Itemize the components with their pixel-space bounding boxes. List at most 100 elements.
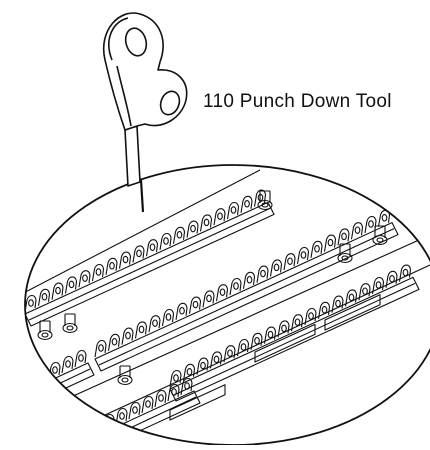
connector-clip [337, 228, 350, 246]
connector-clip [202, 290, 215, 308]
row-lower [169, 264, 420, 402]
clip-slot [244, 200, 250, 208]
clip-slot [300, 251, 307, 259]
clip-slot [308, 312, 314, 320]
connector-clip [159, 232, 172, 251]
clip-slot [176, 231, 183, 239]
bolt-head [337, 252, 353, 264]
clip-slot [119, 412, 125, 420]
bolt-center [341, 255, 349, 261]
bolt-head [37, 329, 53, 341]
clip-slot [348, 293, 355, 302]
connector-clip [172, 226, 186, 244]
connector-clip [196, 357, 209, 375]
clip-slot [389, 275, 395, 283]
connector-clip [141, 395, 154, 414]
clip-slot [82, 274, 88, 282]
clip-slot [281, 324, 287, 333]
bolt-bracket [339, 243, 351, 256]
bolt-bracket [119, 365, 131, 378]
terminal-bolt [62, 313, 78, 334]
connector-clip [105, 257, 118, 275]
clip-slot [145, 400, 151, 408]
punch-down-tool [102, 12, 188, 213]
designation-strip [169, 384, 226, 421]
clip-slot [158, 394, 164, 402]
connector-clip [377, 209, 391, 227]
bolt-head [117, 374, 133, 386]
clip-slot [227, 349, 233, 357]
tool-ridge [116, 65, 132, 127]
connector-clip [283, 253, 296, 271]
clip-slot [93, 424, 99, 432]
connector-clip [64, 276, 78, 294]
clip-slot [190, 224, 196, 233]
connector-clip [118, 251, 132, 269]
bolt-center [41, 332, 49, 338]
connector-clip [188, 296, 202, 314]
row-base [25, 362, 95, 412]
connector-clip [213, 208, 226, 226]
clip-slot [109, 262, 115, 270]
clip-slot [254, 337, 260, 345]
clip-slot [132, 406, 138, 414]
connector-clip [89, 419, 102, 438]
bolt-head [372, 234, 388, 246]
terminal-bolt [37, 320, 53, 341]
tool-shaft [124, 125, 141, 187]
clip-slot [122, 255, 129, 264]
connector-clip [331, 295, 344, 313]
connector-clip [385, 270, 398, 288]
connector-clip [310, 240, 323, 258]
connector-clip [358, 283, 371, 301]
clip-slot [68, 280, 75, 289]
connector-clip [134, 321, 148, 339]
row-slot [98, 228, 395, 366]
clip-slot [368, 220, 374, 228]
connector-clip [180, 377, 193, 396]
clip-slot [152, 319, 158, 327]
connector-clip [317, 301, 331, 319]
connector-clip [182, 363, 196, 381]
tool-blade [139, 179, 145, 213]
clip-slot [55, 286, 61, 295]
connector-clip [154, 389, 167, 408]
clip-slot [78, 354, 84, 362]
connector-clip [107, 333, 121, 351]
magnified-view [24, 164, 430, 446]
connector-clip [132, 245, 145, 263]
bolt-center [121, 377, 129, 383]
clip-slot [321, 306, 328, 314]
clip-slot [165, 313, 172, 321]
connector-clip [78, 270, 91, 288]
clip-slot [138, 325, 145, 334]
clip-slot [163, 237, 169, 245]
clip-slot [28, 299, 34, 307]
connector-clip [229, 277, 242, 296]
row-top [25, 189, 275, 327]
clip-slot [294, 318, 301, 326]
clip-slot [179, 307, 185, 315]
clip-slot [111, 338, 118, 346]
connector-clip [242, 271, 256, 289]
clip-slot [246, 276, 253, 284]
clip-slot [95, 268, 102, 276]
connector-clip [277, 320, 290, 338]
connector-clip [350, 222, 364, 240]
tool-edge [108, 17, 129, 61]
row-slot [173, 282, 416, 396]
mounting-frame [25, 165, 430, 445]
clip-slot [314, 245, 320, 253]
connector-clip [128, 401, 141, 420]
connector-clip [169, 369, 182, 388]
clip-slot [260, 269, 266, 278]
clip-slot [381, 214, 388, 222]
row-base [25, 201, 275, 327]
terminal-bolt [117, 365, 133, 386]
connector-clip [223, 345, 236, 363]
connector-clip [37, 288, 51, 306]
clip-slot [41, 293, 48, 301]
connector-clip [186, 220, 199, 238]
clip-slot [203, 218, 210, 227]
